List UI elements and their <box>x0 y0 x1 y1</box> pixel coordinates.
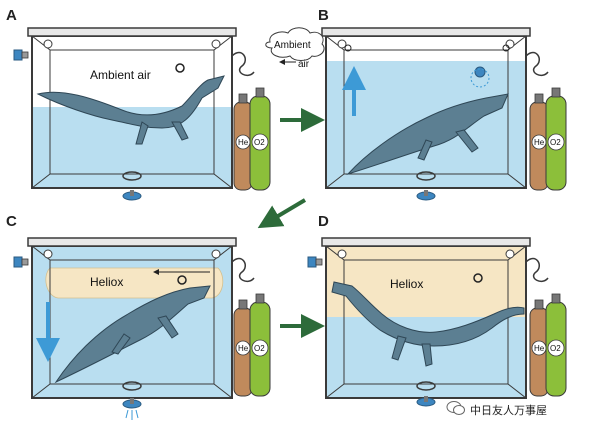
panel-label-c: C <box>6 213 17 230</box>
gas-label: Heliox <box>390 277 423 291</box>
panel-label-b: B <box>318 7 329 24</box>
alligator <box>54 285 211 384</box>
bubble-text-ambient: Ambient <box>274 40 311 51</box>
arrow-b-to-c <box>257 198 307 229</box>
wechat-icon <box>446 401 465 415</box>
cylinder-label-he: He <box>238 344 249 353</box>
ambient-air-bubble: Ambient air <box>265 27 325 70</box>
panel-label-a: A <box>6 7 17 24</box>
cylinder-label-he: He <box>534 344 545 353</box>
cylinder-label-he: He <box>238 138 249 147</box>
bubble-text-air: air <box>298 59 310 70</box>
alligator <box>331 281 525 367</box>
panel-b <box>321 27 531 189</box>
cylinder-label-o2: O2 <box>550 138 561 147</box>
cylinder-label-o2: O2 <box>550 344 561 353</box>
alligator <box>36 75 225 145</box>
cylinder-label-he: He <box>534 138 545 147</box>
cylinder-label-o2: O2 <box>254 138 265 147</box>
panel-a: Ambient air <box>27 27 237 189</box>
cylinder-label-o2: O2 <box>254 344 265 353</box>
panel-d: Heliox <box>321 237 531 399</box>
alligator <box>346 93 509 176</box>
gas-label: Heliox <box>90 275 123 289</box>
panel-c: Heliox <box>27 237 237 399</box>
watermark-text: 中日友人万事屋 <box>470 404 547 417</box>
gas-label: Ambient air <box>90 68 151 82</box>
panel-label-d: D <box>318 213 329 230</box>
